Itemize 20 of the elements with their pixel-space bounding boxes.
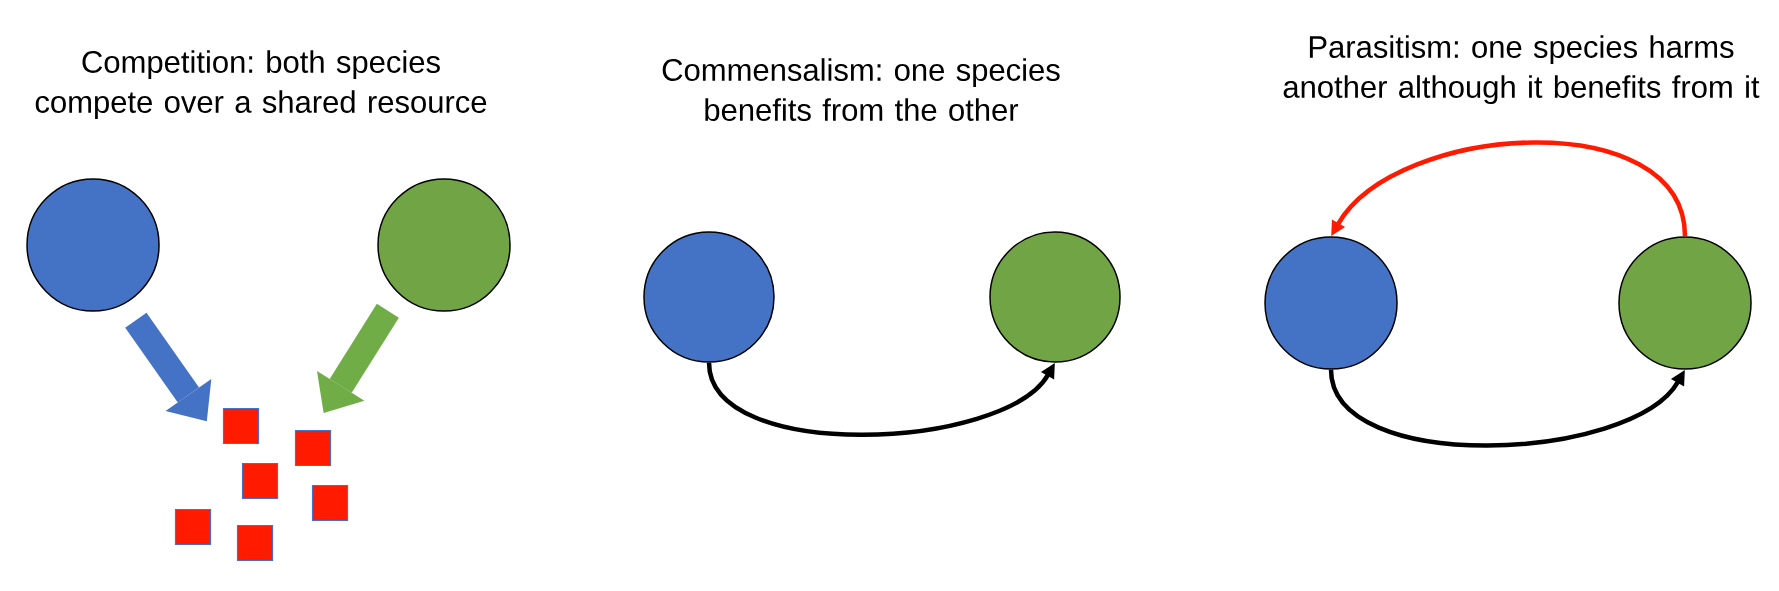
resource-square: [311, 484, 349, 522]
species-circle: [1618, 236, 1752, 370]
block-arrow: [316, 303, 399, 413]
curved-arrow: [1328, 369, 1685, 448]
species-circle: [989, 231, 1121, 363]
resource-square: [241, 462, 279, 500]
resource-square: [174, 508, 212, 546]
panel-title: Competition: both species compete over a shared resource: [35, 50, 487, 120]
curved-arrow: [706, 362, 1055, 437]
species-circle: [1264, 236, 1398, 370]
panel-title: Commensalism: one species benefits from the other: [662, 58, 1060, 121]
resource-square: [222, 407, 260, 445]
resource-square: [294, 429, 332, 467]
block-arrow: [125, 312, 212, 422]
panel-title: Parasitism: one species harms another although it benefits from it: [1283, 35, 1760, 105]
resource-square: [236, 524, 274, 562]
species-circle: [377, 178, 511, 312]
species-circle: [643, 231, 775, 363]
species-circle: [26, 178, 160, 312]
curved-arrow: [1331, 140, 1688, 237]
